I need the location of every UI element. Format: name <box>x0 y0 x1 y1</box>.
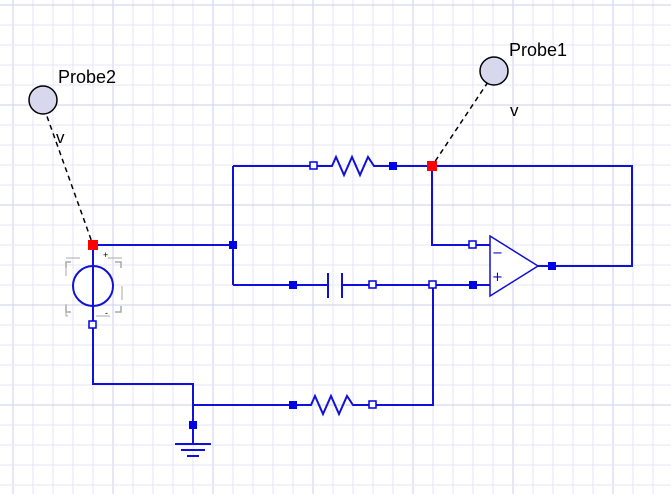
wire <box>373 285 434 406</box>
node-hollow[interactable] <box>309 161 318 170</box>
probe1-lead <box>431 81 489 167</box>
probe2-unit: v <box>56 128 65 147</box>
node-filled[interactable] <box>389 162 397 170</box>
node-hollow[interactable] <box>368 400 377 409</box>
node-filled[interactable] <box>469 281 477 289</box>
node-hollow[interactable] <box>468 240 477 249</box>
probe2-label: Probe2 <box>58 67 116 87</box>
probe1-unit: v <box>510 101 519 120</box>
resistor-top[interactable] <box>314 154 393 178</box>
node-filled[interactable] <box>289 401 297 409</box>
probe2[interactable]: Probe2 v <box>28 67 116 147</box>
capacitor[interactable] <box>327 273 343 298</box>
wire <box>432 165 633 267</box>
probe-leads <box>43 81 489 246</box>
opamp-plus-label: + <box>492 270 503 285</box>
node-hollow[interactable] <box>428 280 437 289</box>
node-filled[interactable] <box>189 421 197 429</box>
voltage-source[interactable]: + - <box>65 250 123 325</box>
probe2-node[interactable] <box>88 240 98 250</box>
node-filled[interactable] <box>229 241 237 249</box>
node-hollow[interactable] <box>88 320 97 329</box>
resistor-bottom[interactable] <box>293 393 373 417</box>
node-hollow[interactable] <box>368 280 377 289</box>
wires <box>92 165 633 428</box>
probe1[interactable]: Probe1 v <box>479 40 567 120</box>
ground-symbol <box>175 428 211 457</box>
probe1-label: Probe1 <box>509 40 567 60</box>
probe1-icon <box>479 56 509 86</box>
probe-nodes <box>88 161 437 250</box>
source-plus-label: + <box>103 250 108 260</box>
node-filled[interactable] <box>548 262 556 270</box>
filled-nodes <box>189 162 556 429</box>
probe2-lead <box>43 107 94 246</box>
opamp-minus-label: − <box>492 246 503 261</box>
probe2-icon <box>28 85 58 115</box>
wire <box>431 166 473 246</box>
wire <box>92 325 194 405</box>
node-filled[interactable] <box>289 281 297 289</box>
hollow-nodes <box>88 161 477 409</box>
source-minus-label: - <box>105 308 108 318</box>
probe1-node[interactable] <box>427 161 437 171</box>
